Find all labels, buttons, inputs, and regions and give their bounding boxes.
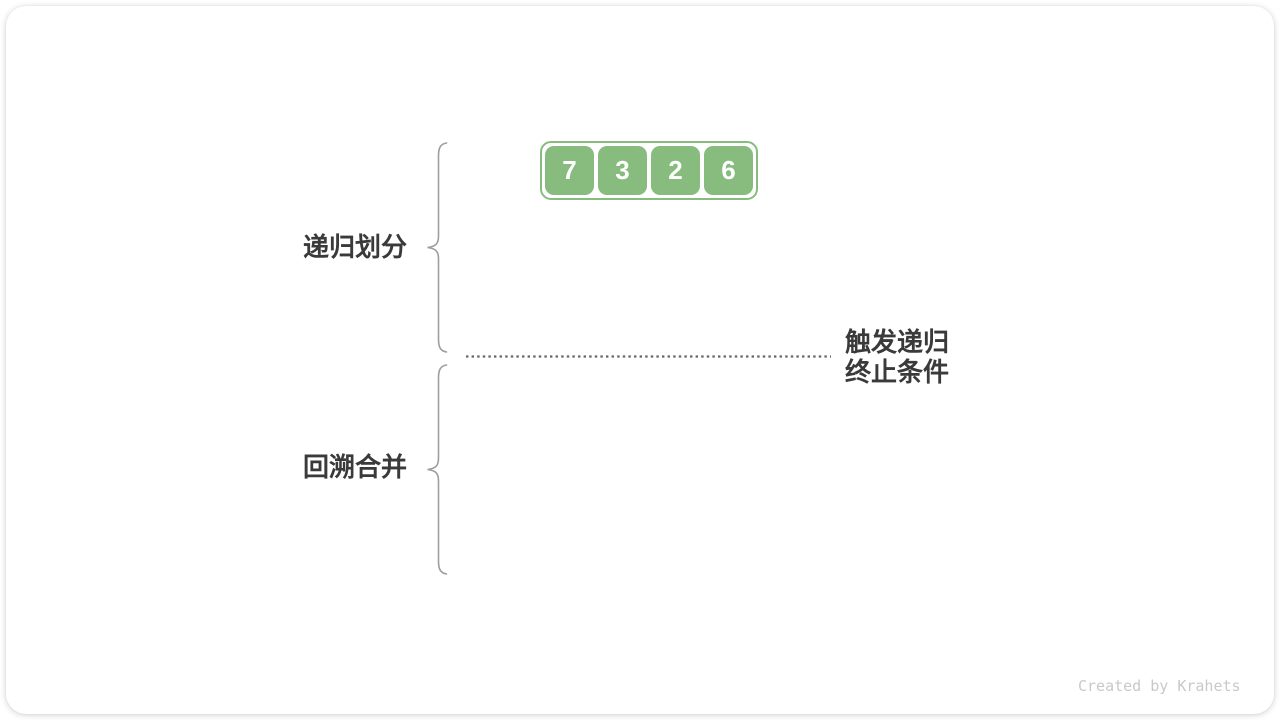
label-base-case: 触发递归 终止条件 (845, 327, 949, 387)
label-base-case-line1: 触发递归 (845, 327, 950, 357)
array-cell: 3 (598, 146, 647, 195)
diagram-card (6, 6, 1274, 714)
array-container: 7 3 2 6 (540, 141, 758, 200)
array-cell: 6 (704, 146, 753, 195)
label-recursive-divide: 递归划分 (303, 232, 408, 262)
watermark-credit: Created by Krahets (1078, 677, 1241, 695)
label-base-case-line2: 终止条件 (845, 357, 950, 387)
label-backtrack-merge: 回溯合并 (303, 452, 408, 482)
array-cell: 2 (651, 146, 700, 195)
array-cell: 7 (545, 146, 594, 195)
